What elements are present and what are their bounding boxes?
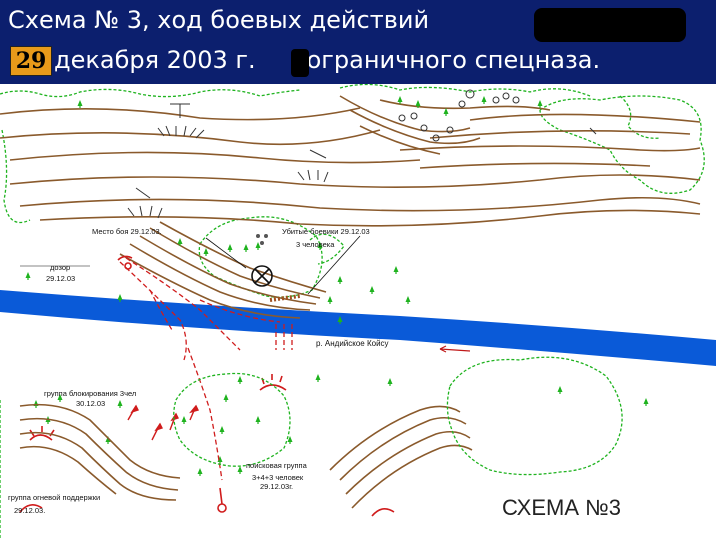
killed-label: Убитые боевики 29.12.03 bbox=[282, 227, 370, 236]
killed-markers bbox=[256, 234, 268, 245]
battle-map: р. Андийское Койсу Место боя 29.12.0 bbox=[0, 84, 716, 540]
contour-lines-lower bbox=[19, 403, 473, 509]
contour-lines-upper bbox=[0, 95, 701, 227]
search-group-label: поисковая группа bbox=[246, 461, 308, 470]
contour-lines-slope bbox=[119, 221, 327, 319]
title-unit-text: пограничного спецназа. bbox=[290, 46, 601, 74]
hill-markers bbox=[127, 103, 597, 219]
attack-arrows bbox=[127, 404, 200, 441]
fire-group-label: группа огневой поддержки bbox=[8, 493, 100, 502]
patrol-date-label: 29.12.03 bbox=[46, 274, 75, 283]
position-circles bbox=[398, 89, 520, 142]
unit-markers bbox=[19, 255, 395, 517]
patrol-label: дозор bbox=[50, 263, 70, 272]
enemy-position bbox=[269, 294, 301, 302]
redaction-mark-1 bbox=[534, 8, 686, 42]
fire-date-label: 29.12.03. bbox=[14, 506, 45, 515]
forest-boundaries bbox=[0, 84, 705, 298]
date-badge: 29 bbox=[10, 46, 52, 76]
scheme-label: СХЕМА №3 bbox=[502, 495, 621, 520]
river-flow-arrow bbox=[439, 345, 471, 353]
unit-routes bbox=[119, 257, 293, 481]
search-date-label: 29.12.03г. bbox=[260, 482, 293, 491]
map-title-line-2: декабря 2003 г. пограничного спецназа. bbox=[54, 46, 600, 74]
title-date-text: декабря 2003 г. bbox=[54, 46, 256, 74]
forest-ring-lower bbox=[446, 356, 623, 476]
map-title-line-1: Схема № 3, ход боевых действий bbox=[8, 6, 430, 34]
blocking-date-label: 30.12.03 bbox=[76, 399, 105, 408]
river bbox=[0, 290, 716, 366]
redaction-mark-2 bbox=[291, 49, 309, 77]
killed-count-label: 3 человека bbox=[296, 240, 335, 249]
battle-place-label: Место боя 29.12.03. bbox=[92, 227, 162, 236]
river-label: р. Андийское Койсу bbox=[316, 339, 389, 348]
search-count-label: 3+4+3 человек bbox=[252, 473, 304, 482]
battle-place-marker bbox=[251, 265, 273, 287]
blocking-group-label: группа блокирования 3чел bbox=[44, 389, 136, 398]
